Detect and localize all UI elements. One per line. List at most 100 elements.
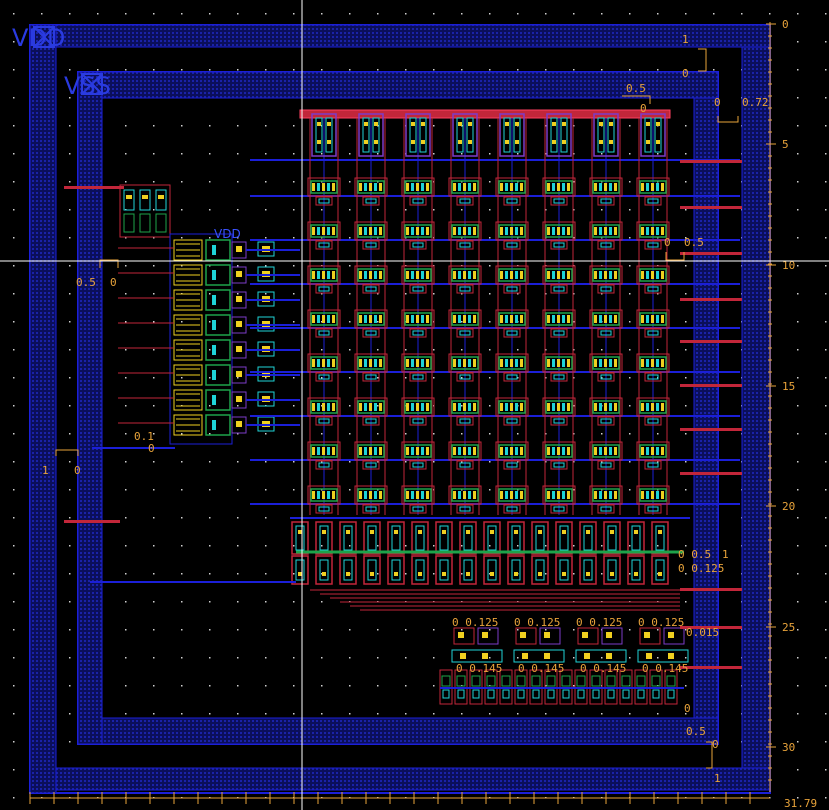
dim-label: 0.015 [686, 626, 719, 639]
vdd-ring[interactable] [29, 24, 771, 794]
bitcell [401, 221, 435, 250]
predecode-contact [158, 195, 164, 199]
predecode-contact [126, 195, 132, 199]
bitcell [354, 265, 388, 294]
bitcell [495, 397, 529, 426]
dim-label: 1 [714, 772, 721, 785]
precharge-cell [499, 113, 525, 157]
dim-label: 1 [722, 548, 729, 561]
pin-stub [680, 340, 742, 343]
ruler-tick-label: 20 [782, 500, 795, 513]
precharge-cell [593, 113, 619, 157]
dim-label: 0.1 [134, 430, 154, 443]
bitcell [401, 309, 435, 338]
bitcell [448, 353, 482, 382]
ruler-tick-label: 15 [782, 380, 795, 393]
dim-label: 0.5 [76, 276, 96, 289]
bitcell [448, 485, 482, 514]
column-mux-cell [435, 521, 453, 585]
bitcell [542, 485, 576, 514]
bitcell [354, 397, 388, 426]
decoder-row [118, 414, 300, 436]
dim-label: 0 0.125 [678, 562, 724, 575]
column-mux-cell [411, 521, 429, 585]
dimension-annotations: 1 0 0.5 0 0 0.72 0 0.5 0.5 0 0.1 0 1 0 0… [42, 33, 769, 785]
sense-amp [575, 627, 627, 663]
dim-label: 0 [712, 738, 719, 751]
column-circuitry[interactable] [90, 517, 690, 611]
column-mux-cell [291, 521, 309, 585]
column-mux-cell [315, 521, 333, 585]
bitcell [589, 177, 623, 206]
bitcell [636, 397, 670, 426]
dim-label: 0 [664, 236, 671, 249]
dim-label: 0 [714, 96, 721, 109]
decoder-row [118, 389, 300, 411]
bitcell [542, 353, 576, 382]
vss-ring[interactable] [77, 71, 719, 745]
bitcell [589, 441, 623, 470]
bitcell [495, 265, 529, 294]
ruler-end-label: 31.79 [784, 797, 817, 810]
bitcell [495, 485, 529, 514]
bitcell [307, 353, 341, 382]
column-mux-cell [363, 521, 381, 585]
bitcell [542, 441, 576, 470]
sense-amp-block[interactable] [439, 627, 689, 705]
dim-label: 0 [684, 702, 691, 715]
bitcell [542, 177, 576, 206]
column-mux-cell [339, 521, 357, 585]
bitcell [636, 441, 670, 470]
bitcell [495, 441, 529, 470]
bitcell [354, 309, 388, 338]
column-mux-cell [531, 521, 549, 585]
bitcell [542, 221, 576, 250]
precharge-cell [311, 113, 337, 157]
bitcell [354, 353, 388, 382]
bitcell [542, 265, 576, 294]
ruler-tick-label: 25 [782, 621, 795, 634]
column-mux-cell [483, 521, 501, 585]
predecode-contact [142, 195, 148, 199]
decoder-row [118, 339, 300, 361]
column-mux-cell [627, 521, 645, 585]
horizontal-ruler[interactable] [29, 792, 770, 804]
dim-label: 0 0.145 [456, 662, 502, 675]
pin-stub [680, 666, 742, 669]
decoder-row [118, 239, 300, 261]
dim-label: 0 [74, 464, 81, 477]
bitcell [542, 309, 576, 338]
top-wordline-bar[interactable] [299, 109, 671, 119]
pin-stub [680, 206, 742, 209]
dim-label: 0 0.145 [580, 662, 626, 675]
memory-array[interactable] [250, 113, 740, 515]
bitcell [495, 353, 529, 382]
vss-label-pin[interactable]: VSS [64, 72, 111, 100]
dim-label: 0 0.5 [678, 548, 711, 561]
bitcell [448, 221, 482, 250]
bitcell [354, 177, 388, 206]
bitcell [448, 441, 482, 470]
precharge-cell [546, 113, 572, 157]
pin-stub [680, 428, 742, 431]
dim-label: 0 0.145 [518, 662, 564, 675]
row-decoder[interactable]: VDD [64, 184, 300, 523]
pin-stub [680, 384, 742, 387]
dim-label: 0.5 [684, 236, 704, 249]
vdd-label-pin[interactable]: VDD [12, 24, 65, 52]
column-mux-cell [387, 521, 405, 585]
decoder-row [118, 314, 300, 336]
precharge-cell [452, 113, 478, 157]
bitcell [636, 221, 670, 250]
sense-amp [451, 627, 503, 663]
bitcell [401, 441, 435, 470]
right-pin-stubs[interactable] [680, 160, 742, 669]
pin-stub [680, 472, 742, 475]
bitcell [401, 353, 435, 382]
bitcell [401, 177, 435, 206]
bitcell [589, 485, 623, 514]
decoder-vdd-label: VDD [214, 227, 241, 241]
